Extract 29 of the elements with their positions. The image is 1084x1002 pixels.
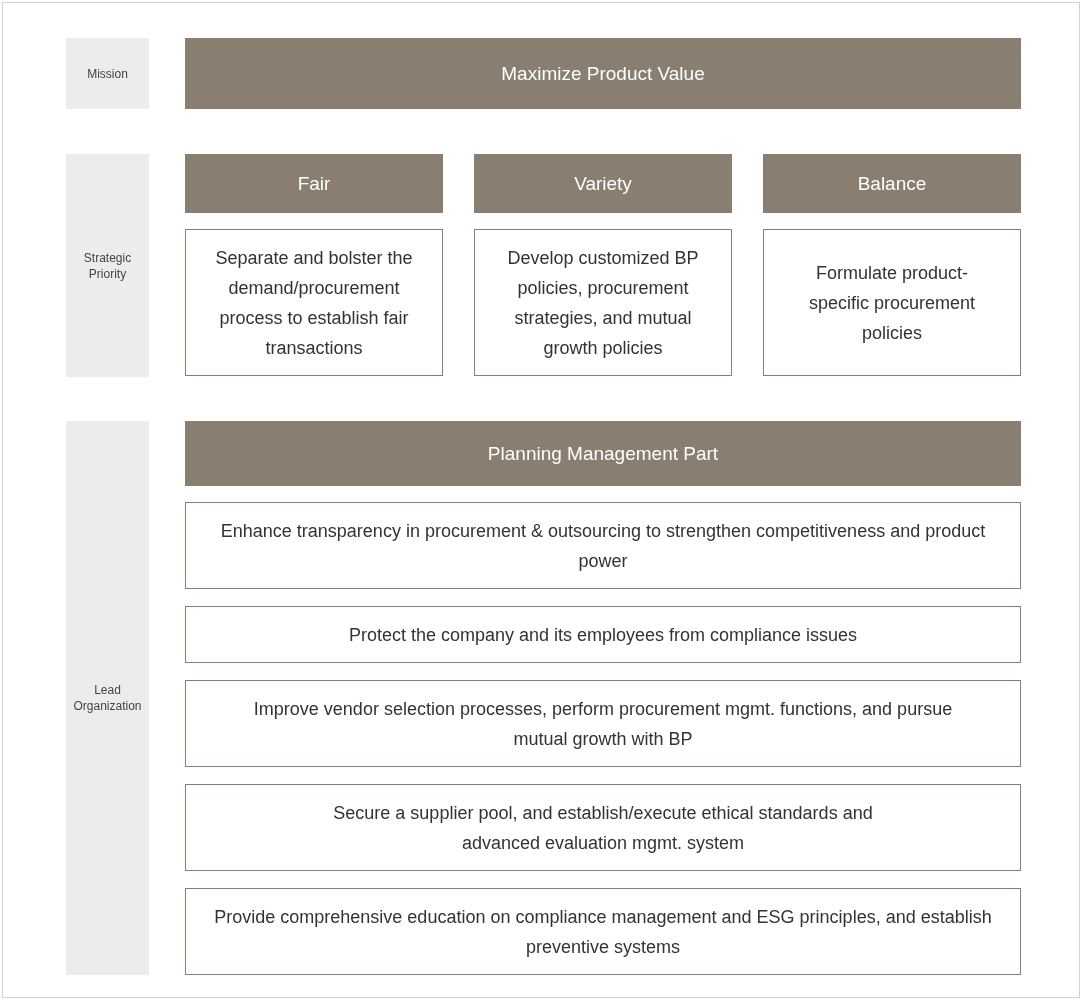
task-box xyxy=(185,606,1021,663)
row-label-text: Strategic Priority xyxy=(82,249,133,282)
row-label-text: Lead Organization xyxy=(72,682,143,714)
priority-box xyxy=(185,229,443,376)
mission-banner xyxy=(185,38,1021,109)
body-text: Protect the company and its employees from compliance issues xyxy=(347,623,859,647)
body-text: Separate and bolster the demand/procurement process to establish fair transactions xyxy=(214,246,414,360)
body-text: Secure a supplier pool, and establish/execute ethical standards and advanced evaluation mgmt. system xyxy=(332,801,874,855)
organization-banner xyxy=(185,421,1021,486)
task-box xyxy=(185,680,1021,767)
header-text: Balance xyxy=(856,172,928,195)
priority-header xyxy=(474,154,732,213)
priority-box xyxy=(763,229,1021,376)
body-text: Develop customized BP policies, procurement strategies, and mutual growth policies xyxy=(506,246,700,360)
header-text: Maximize Product Value xyxy=(500,62,706,85)
task-box xyxy=(185,888,1021,975)
header-text: Variety xyxy=(573,172,633,195)
task-box xyxy=(185,784,1021,871)
task-box xyxy=(185,502,1021,589)
body-text: Improve vendor selection processes, perform procurement mgmt. functions, and pursue mutual growth with BP xyxy=(252,697,954,751)
header-text: Fair xyxy=(296,172,332,195)
body-text: Formulate product-specific procurement policies xyxy=(807,261,977,345)
header-text: Planning Management Part xyxy=(486,442,720,465)
body-text: Provide comprehensive education on compliance management and ESG principles, and establish preventive systems xyxy=(213,905,993,959)
priority-box xyxy=(474,229,732,376)
body-text: Enhance transparency in procurement & outsourcing to strengthen competitiveness and product power xyxy=(219,519,987,573)
row-label-text: Mission xyxy=(86,65,129,82)
priority-header xyxy=(763,154,1021,213)
priority-header xyxy=(185,154,443,213)
